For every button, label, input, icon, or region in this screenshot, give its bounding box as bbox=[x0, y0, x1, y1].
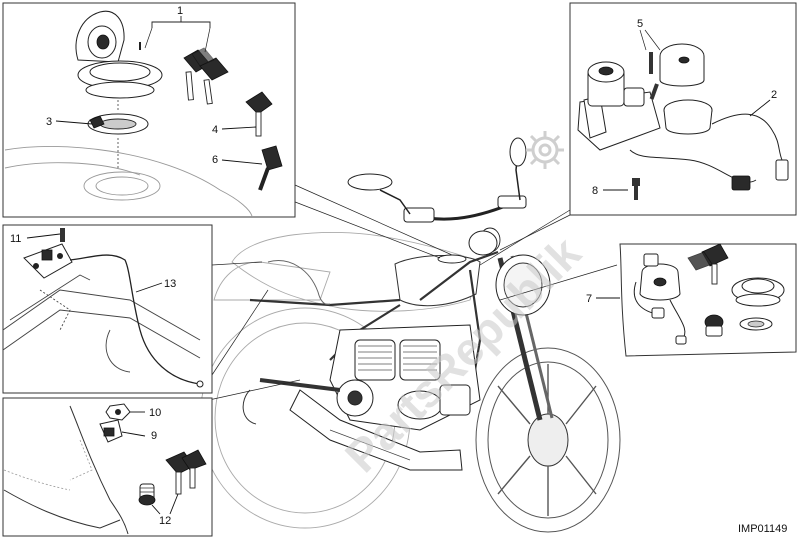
callout-4: 4 bbox=[212, 124, 218, 136]
callout-12: 12 bbox=[159, 515, 171, 527]
inset-seat-lock bbox=[2, 224, 213, 394]
gear-icon bbox=[526, 131, 564, 169]
callout-13: 13 bbox=[164, 278, 176, 290]
callout-3: 3 bbox=[46, 116, 52, 128]
callout-9: 9 bbox=[151, 430, 157, 442]
front-wheel bbox=[475, 347, 621, 533]
callout-1: 1 bbox=[177, 5, 183, 17]
inset-lock-kit bbox=[596, 243, 797, 357]
callout-8: 8 bbox=[592, 185, 598, 197]
inset-fuel-cap bbox=[2, 2, 296, 218]
inset-tail-lock bbox=[2, 397, 213, 537]
callout-5: 5 bbox=[637, 18, 643, 30]
image-code: IMP01149 bbox=[738, 523, 787, 535]
callout-11: 11 bbox=[10, 233, 21, 245]
inset-ignition-switch bbox=[569, 2, 797, 216]
callout-2: 2 bbox=[771, 89, 777, 101]
callout-10: 10 bbox=[149, 407, 161, 419]
callout-6: 6 bbox=[212, 154, 218, 166]
motorcycle-illustration bbox=[199, 131, 621, 533]
callout-7: 7 bbox=[586, 293, 592, 305]
inset-leader-lines bbox=[208, 184, 618, 401]
